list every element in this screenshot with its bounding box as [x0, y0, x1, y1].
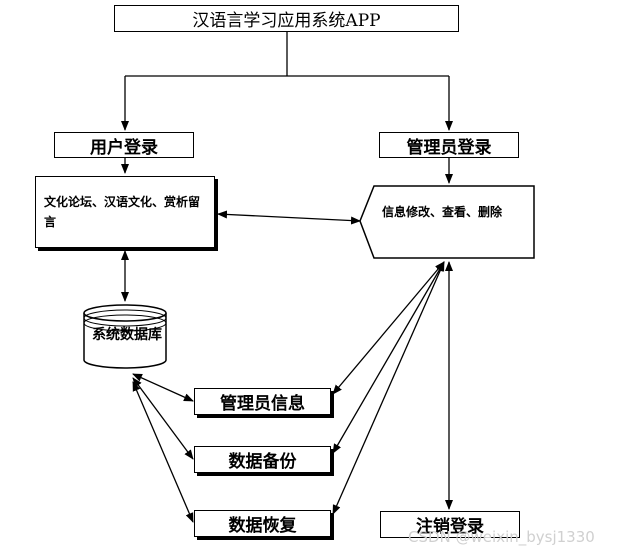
data-restore-box: 数据恢复 — [194, 510, 331, 537]
arrow-database-admin-info — [132, 373, 194, 402]
arrow-user-admin-functions — [217, 210, 361, 225]
arrow-database-restore — [132, 381, 194, 523]
admin-login-box: 管理员登录 — [379, 132, 519, 158]
arrow-admin-to-backup — [332, 261, 445, 454]
user-login-label: 用户登录 — [90, 137, 158, 158]
data-backup-label: 数据备份 — [228, 452, 297, 472]
user-functions-box: 文化论坛、汉语文化、赏析留言 — [35, 176, 215, 248]
arrow-admin-to-admin-info — [332, 261, 445, 395]
logout-label: 注销登录 — [416, 517, 484, 537]
data-backup-box: 数据备份 — [194, 446, 331, 473]
system-title: 汉语言学习应用系统APP — [192, 11, 381, 31]
arrow-database-backup — [132, 377, 194, 460]
csdn-watermark: CSDN @weixin_bysj1330 — [408, 528, 595, 546]
arrow-admin-to-restore — [332, 261, 445, 515]
admin-info-box: 管理员信息 — [194, 388, 331, 415]
database-label: 系统数据库 — [92, 327, 162, 343]
data-restore-label: 数据恢复 — [228, 516, 297, 536]
admin-info-label: 管理员信息 — [220, 394, 305, 414]
admin-login-label: 管理员登录 — [406, 137, 492, 158]
admin-functions-shape — [359, 185, 535, 259]
system-title-box: 汉语言学习应用系统APP — [114, 5, 459, 32]
user-login-box: 用户登录 — [54, 132, 194, 158]
logout-box: 注销登录 — [380, 511, 520, 538]
admin-functions-label: 信息修改、查看、删除 — [382, 205, 503, 219]
database-cylinder — [83, 304, 167, 369]
user-functions-label: 文化论坛、汉语文化、赏析留言 — [44, 195, 201, 229]
